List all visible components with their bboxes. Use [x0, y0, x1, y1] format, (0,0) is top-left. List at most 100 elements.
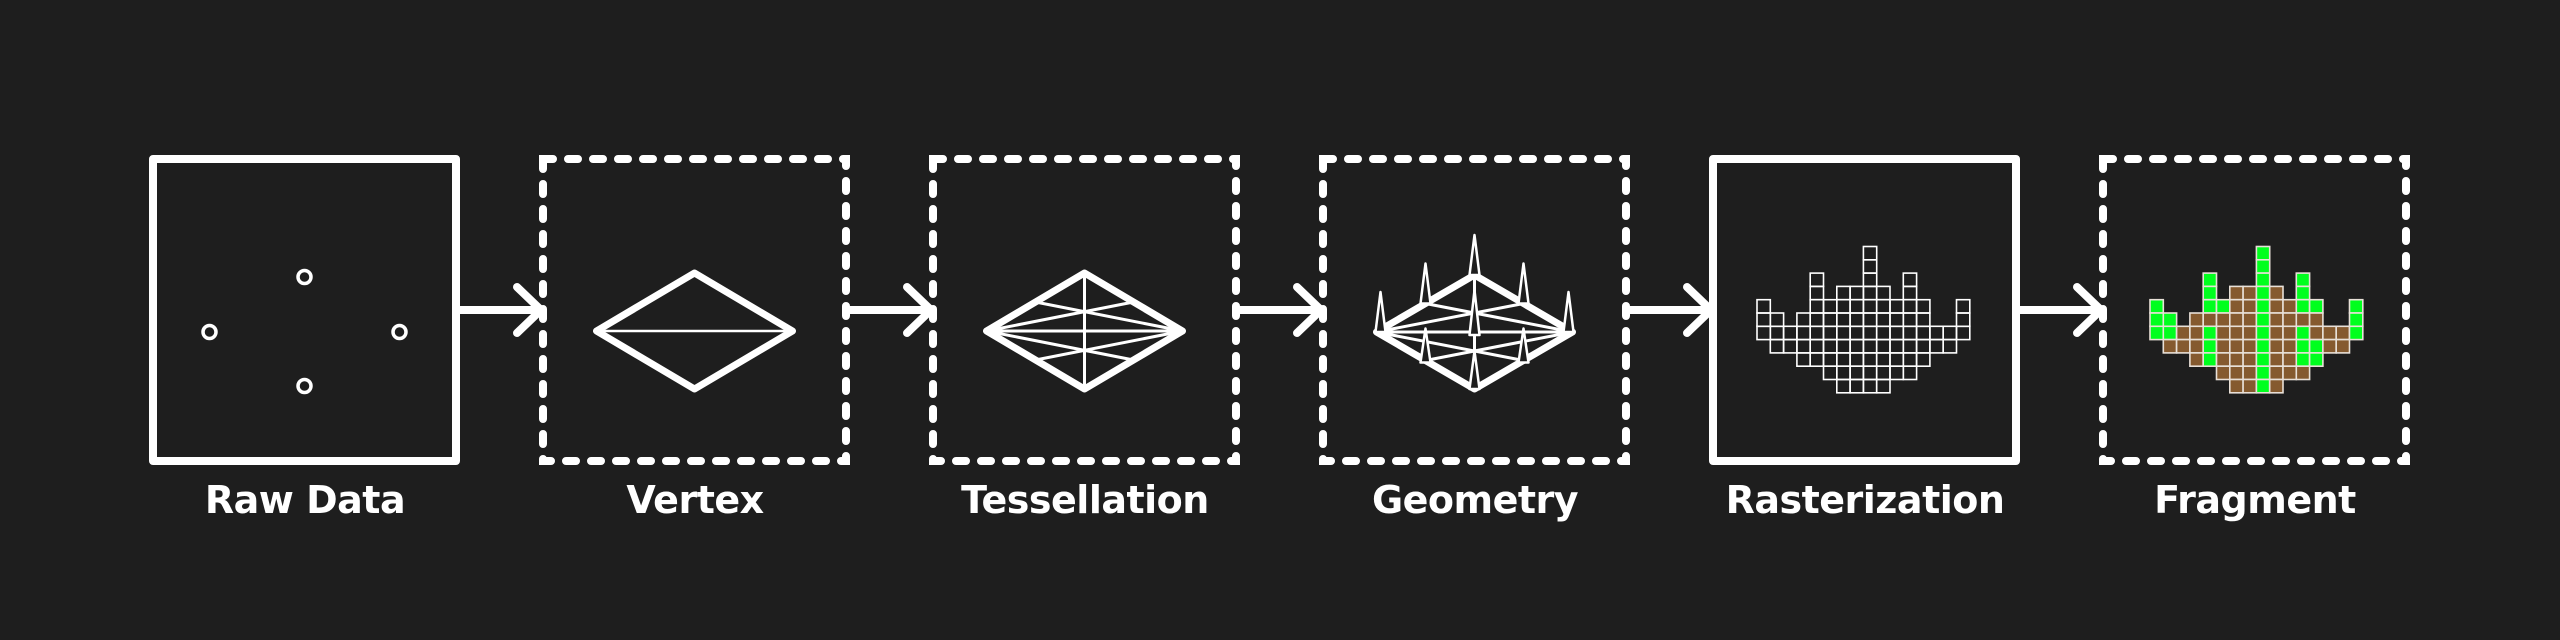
- pixel-cell: [2282, 338, 2298, 354]
- pixel-cell: [2202, 285, 2218, 301]
- pixel-cell: [1862, 258, 1878, 274]
- pixel-cell: [2229, 285, 2244, 301]
- pixel-cell: [1862, 338, 1878, 354]
- pixel-cell: [1849, 352, 1865, 367]
- pixel-cell: [2268, 298, 2284, 314]
- pixel-cell: [2149, 312, 2165, 328]
- stage-rasterization: [1709, 155, 2020, 465]
- pixel-cell: [1942, 325, 1958, 341]
- pixel-cell: [1889, 365, 1905, 381]
- pixel-cell: [1915, 338, 1931, 354]
- pixel-cell: [1849, 298, 1865, 314]
- pixel-cell: [1889, 298, 1905, 314]
- pixel-cell: [2162, 325, 2178, 341]
- pixel-cell: [2282, 365, 2298, 381]
- pixel-cell: [2215, 365, 2231, 381]
- pixel-cell: [1849, 365, 1865, 381]
- stage-box-raw-data: [149, 155, 460, 465]
- pixel-cell: [1809, 312, 1825, 328]
- pixel-cell: [2308, 325, 2324, 341]
- pixel-cell: [1915, 352, 1931, 367]
- pixel-cell: [1875, 338, 1891, 354]
- pixel-cell: [1836, 298, 1851, 314]
- pixel-cell: [1836, 338, 1851, 354]
- pixel-cell: [2255, 298, 2271, 314]
- pixel-cell: [2242, 312, 2258, 328]
- pixel-cell: [1902, 338, 1918, 354]
- arrow-icon: [1630, 283, 1715, 337]
- pixel-cell: [2335, 325, 2351, 341]
- pixel-cell: [2268, 352, 2284, 367]
- pixel-cell: [1809, 285, 1825, 301]
- pixel-cell: [1862, 245, 1878, 261]
- pixel-cell: [1875, 298, 1891, 314]
- pixel-cell: [1782, 325, 1798, 341]
- pixel-grid-icon: [1756, 245, 1971, 394]
- pixel-cell: [2162, 312, 2178, 328]
- pixel-cell: [2242, 365, 2258, 381]
- pixel-cell: [1862, 312, 1878, 328]
- pixel-cell: [1875, 352, 1891, 367]
- pixel-cell: [1769, 325, 1785, 341]
- pixel-cell: [2255, 338, 2271, 354]
- pixel-cell: [1955, 312, 1971, 328]
- pixel-cell: [1862, 272, 1878, 288]
- pixel-cell: [1902, 352, 1918, 367]
- pixel-cell: [2229, 312, 2244, 328]
- pixel-cell: [1902, 325, 1918, 341]
- pixel-cell: [1822, 325, 1838, 341]
- pixel-cell: [2268, 325, 2284, 341]
- pixel-cell: [1862, 298, 1878, 314]
- pixel-cell: [1862, 285, 1878, 301]
- pixel-cell: [1915, 312, 1931, 328]
- pixel-cell: [1849, 285, 1865, 301]
- pixel-cell: [2268, 338, 2284, 354]
- data-point-icon: [391, 323, 408, 341]
- pixel-cell: [2202, 312, 2218, 328]
- pixel-cell: [2215, 312, 2231, 328]
- pixel-cell: [1849, 312, 1865, 328]
- pixel-cell: [1822, 352, 1838, 367]
- pixel-cell: [2229, 338, 2244, 354]
- pixel-cell: [1822, 338, 1838, 354]
- pixel-cell: [2255, 352, 2271, 367]
- pixel-cell: [2229, 378, 2244, 394]
- data-point-icon: [296, 268, 313, 286]
- colored-pixel-grid-icon: [2149, 245, 2364, 394]
- stage-box-vertex: [539, 155, 850, 465]
- pixel-cell: [1862, 378, 1878, 394]
- pixel-cell: [2255, 365, 2271, 381]
- pixel-cell: [2255, 245, 2271, 261]
- stage-fragment: [2099, 155, 2410, 465]
- pixel-cell: [2149, 298, 2165, 314]
- pixel-cell: [2268, 378, 2284, 394]
- pixel-cell: [1875, 285, 1891, 301]
- pixel-cell: [1875, 365, 1891, 381]
- pixel-cell: [2215, 352, 2231, 367]
- stage-label-geometry: Geometry: [1371, 478, 1579, 522]
- pixel-cell: [2308, 352, 2324, 367]
- pixel-cell: [1849, 378, 1865, 394]
- pixel-cell: [2202, 272, 2218, 288]
- pixel-cell: [1756, 325, 1772, 341]
- pixel-cell: [2295, 312, 2311, 328]
- pixel-cell: [2255, 378, 2271, 394]
- pixel-cell: [1769, 312, 1785, 328]
- pixel-cell: [1862, 325, 1878, 341]
- pixel-cell: [1836, 365, 1851, 381]
- pixel-cell: [2229, 365, 2244, 381]
- pixel-cell: [2282, 352, 2298, 367]
- pixel-cell: [2215, 338, 2231, 354]
- pixel-cell: [1942, 338, 1958, 354]
- pixel-cell: [2242, 352, 2258, 367]
- pixel-cell: [2242, 298, 2258, 314]
- pixel-cell: [2242, 285, 2258, 301]
- pixel-cell: [2229, 298, 2244, 314]
- arrow-icon: [460, 283, 545, 337]
- pixel-cell: [1902, 298, 1918, 314]
- pixel-cell: [1902, 312, 1918, 328]
- pixel-cell: [1796, 338, 1812, 354]
- pixel-cell: [1796, 312, 1812, 328]
- diamond-icon: [593, 269, 796, 393]
- pixel-cell: [1889, 352, 1905, 367]
